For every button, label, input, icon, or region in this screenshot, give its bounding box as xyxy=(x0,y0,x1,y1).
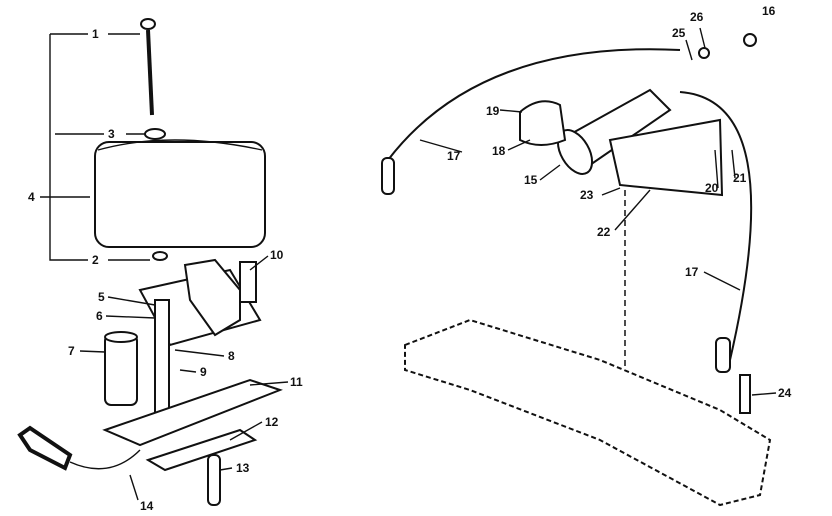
callout-labels: 1 3 4 2 10 5 6 7 8 9 11 12 13 14 26 16 2… xyxy=(28,4,792,513)
callout-10: 10 xyxy=(270,248,284,262)
callout-1: 1 xyxy=(92,27,99,41)
callout-6: 6 xyxy=(96,309,103,323)
callout-17a: 17 xyxy=(447,149,461,163)
callout-8: 8 xyxy=(228,349,235,363)
fuel-tank-assembly xyxy=(40,18,266,261)
ignition-coil-assembly xyxy=(381,33,772,507)
callout-25: 25 xyxy=(672,26,686,40)
magneto-assembly xyxy=(17,258,283,506)
callout-26: 26 xyxy=(690,10,704,24)
callout-18: 18 xyxy=(492,144,506,158)
callout-22: 22 xyxy=(597,225,611,239)
callout-16: 16 xyxy=(762,4,776,18)
callout-14: 14 xyxy=(140,499,154,513)
callout-17b: 17 xyxy=(685,265,699,279)
callout-3: 3 xyxy=(108,127,115,141)
callout-2: 2 xyxy=(92,253,99,267)
callout-20: 20 xyxy=(705,181,719,195)
callout-23: 23 xyxy=(580,188,594,202)
callout-7: 7 xyxy=(68,344,75,358)
callout-12: 12 xyxy=(265,415,279,429)
callout-9: 9 xyxy=(200,365,207,379)
callout-4: 4 xyxy=(28,190,35,204)
callout-19: 19 xyxy=(486,104,500,118)
callout-11: 11 xyxy=(290,375,303,389)
callout-5: 5 xyxy=(98,290,105,304)
callout-21: 21 xyxy=(733,171,747,185)
callout-15: 15 xyxy=(524,173,538,187)
leader-lines xyxy=(79,27,777,501)
callout-13: 13 xyxy=(236,461,250,475)
callout-24: 24 xyxy=(778,386,792,400)
